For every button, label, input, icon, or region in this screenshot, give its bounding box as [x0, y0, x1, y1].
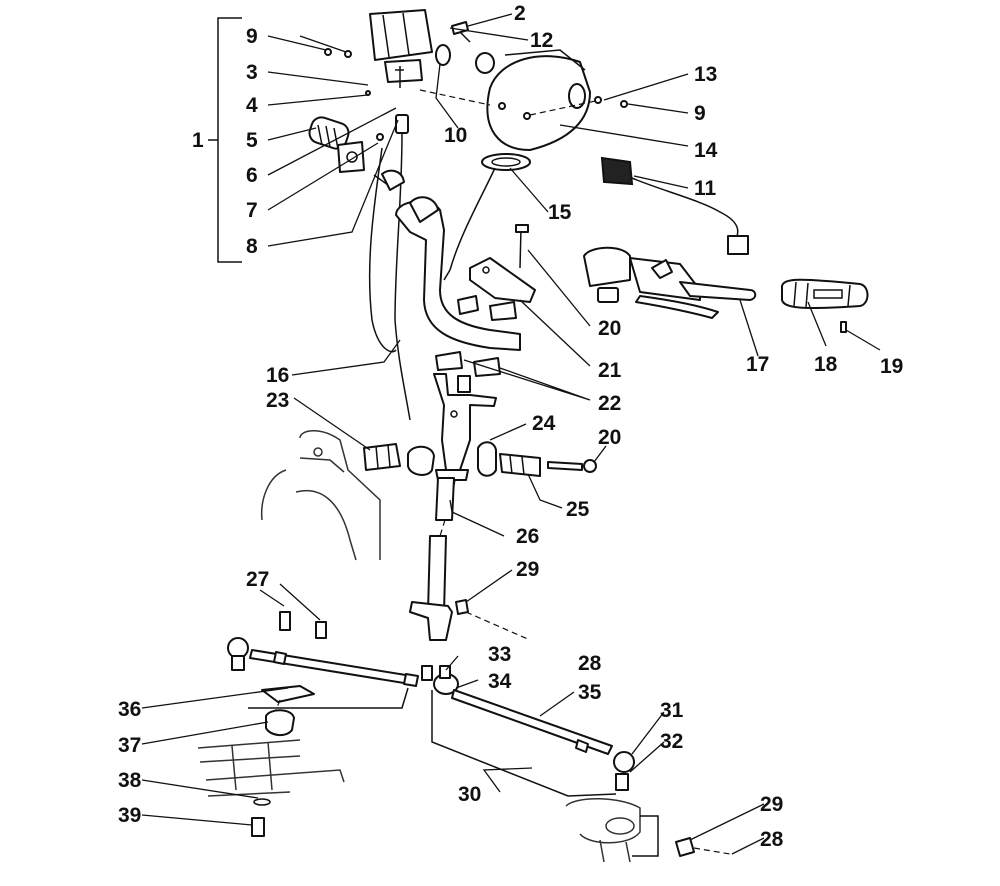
callout-32: 32: [660, 730, 683, 753]
callout-23: 23: [266, 389, 289, 412]
handlebar: [373, 169, 521, 351]
callout-29-upper: 29: [516, 558, 539, 581]
callout-20-upper: 20: [598, 317, 621, 340]
tie-rod-left: [227, 637, 459, 695]
callout-28-lower: 28: [760, 828, 784, 851]
callout-2: 2: [514, 2, 526, 25]
callout-20-right: 20: [598, 426, 621, 449]
throttle-cable: [368, 114, 411, 421]
callout-10: 10: [444, 124, 467, 147]
callout-5: 5: [246, 129, 258, 152]
callout-22: 22: [598, 392, 621, 415]
callout-3: 3: [246, 61, 258, 84]
frame-outline-left: [260, 430, 381, 561]
callout-8: 8: [246, 235, 258, 258]
callout-37: 37: [118, 734, 141, 757]
callout-19: 19: [880, 355, 903, 378]
callout-39: 39: [118, 804, 141, 827]
brake-lever-assembly: [583, 246, 757, 319]
callout-17: 17: [746, 353, 769, 376]
callout-14: 14: [694, 139, 718, 162]
frame-outline-lower-left: [197, 739, 345, 797]
callout-34: 34: [488, 670, 512, 693]
switch-11: [600, 156, 749, 255]
callout-18: 18: [814, 353, 838, 376]
callout-24: 24: [532, 412, 556, 435]
bolts-27: [279, 611, 327, 639]
callout-15: 15: [548, 201, 572, 224]
headlight-pod: [419, 49, 601, 151]
group-1-bracket: [208, 17, 242, 263]
callout-16: 16: [266, 364, 289, 387]
callout-11: 11: [694, 177, 717, 200]
bolts-top: [435, 21, 628, 108]
callout-6: 6: [246, 164, 258, 187]
switch-housing: [369, 9, 433, 88]
callout-4: 4: [246, 94, 258, 117]
callout-9-right: 9: [694, 102, 706, 125]
callout-36: 36: [118, 698, 141, 721]
callout-1: 1: [192, 129, 204, 152]
callout-28-upper: 28: [578, 652, 602, 675]
tie-rod-right: [451, 689, 635, 791]
callout-26: 26: [516, 525, 539, 548]
callout-35: 35: [578, 681, 602, 704]
callout-21: 21: [598, 359, 622, 382]
callout-29-lower: 29: [760, 793, 783, 816]
callout-31: 31: [660, 699, 684, 722]
steering-column: [409, 477, 455, 641]
callout-13: 13: [694, 63, 717, 86]
callout-12: 12: [530, 29, 553, 52]
callout-38: 38: [118, 769, 142, 792]
grommet: [443, 153, 531, 281]
callout-33: 33: [488, 643, 511, 666]
steering-bushings: [363, 441, 597, 477]
callout-labels: 1 2 3 4 5 6 7 8 9 9 10 11 12 13 14 15 16…: [118, 2, 903, 851]
throttle-parts: [308, 48, 384, 173]
callout-27: 27: [246, 568, 269, 591]
callout-7: 7: [246, 199, 258, 222]
callout-30: 30: [458, 783, 481, 806]
callout-25: 25: [566, 498, 590, 521]
pitman-outline: [248, 687, 617, 797]
callout-9-upper: 9: [246, 25, 258, 48]
nut-cotter-upper: [455, 599, 531, 641]
leader-lines: [141, 13, 881, 855]
spindle-lower-right: [565, 798, 731, 863]
grip: [781, 278, 869, 333]
